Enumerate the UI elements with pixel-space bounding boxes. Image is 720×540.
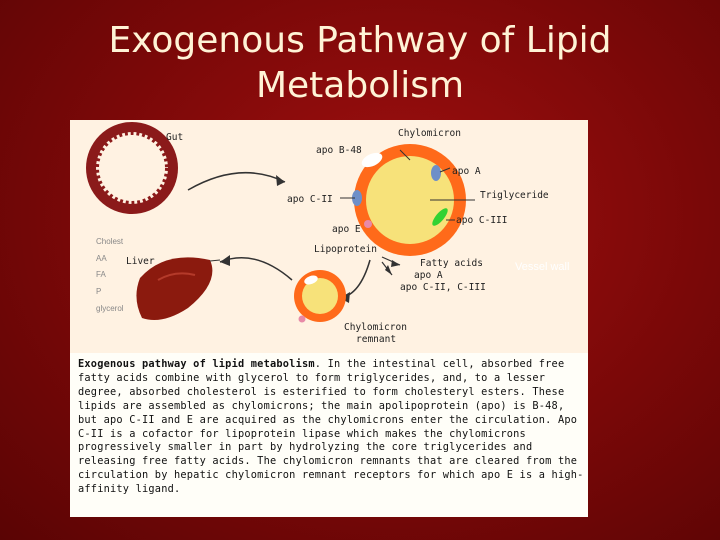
gut-cross-section (86, 122, 178, 214)
side-label-cholest: Cholest (96, 237, 124, 246)
slide-title: Exogenous Pathway of Lipid Metabolism (0, 18, 720, 108)
label-lipoprotein: Lipoprotein (314, 244, 377, 255)
label-triglyceride: Triglyceride (480, 190, 549, 201)
label-apo-a: apo A (452, 166, 481, 177)
title-line-1: Exogenous Pathway of Lipid (108, 20, 612, 61)
caption-heading: Exogenous pathway of lipid metabolism (78, 358, 315, 370)
label-apo-e: apo E (332, 224, 361, 235)
diagram-graphics (86, 122, 475, 323)
label-vessel-wall: Vessel wall (515, 261, 570, 273)
side-label-glycerol: glycerol (96, 304, 124, 313)
label-gut: Gut (166, 132, 184, 143)
label-apo-c3: apo C-III (456, 215, 508, 226)
caption-body: . In the intestinal cell, absorbed free … (78, 358, 584, 496)
label-remnant-2: remnant (356, 334, 397, 345)
side-label-aa: AA (96, 254, 107, 263)
liver-shape (136, 257, 213, 321)
label-apo-a-released: apo A (414, 270, 443, 281)
figure-caption: Exogenous pathway of lipid metabolism. I… (78, 358, 586, 497)
label-apo-c2-c3: apo C-II, C-III (400, 282, 486, 293)
label-chylomicron: Chylomicron (398, 128, 461, 139)
label-liver: Liver (126, 256, 155, 267)
label-apo-b48: apo B-48 (316, 145, 362, 156)
chylomicron-remnant-particle (294, 270, 346, 323)
title-line-2: Metabolism (255, 65, 465, 106)
side-label-p: P (96, 287, 102, 296)
pathway-diagram: Gut Chylomicron apo B-48 apo A Triglycer… (70, 120, 588, 353)
side-label-fa: FA (96, 270, 106, 279)
label-apo-c2: apo C-II (287, 194, 333, 205)
figure-panel: Gut Chylomicron apo B-48 apo A Triglycer… (70, 120, 588, 517)
label-remnant-1: Chylomicron (344, 322, 407, 333)
arrow-gut-to-chylomicron (187, 171, 286, 191)
chylomicron-particle (352, 144, 466, 256)
label-fatty-acids: Fatty acids (420, 258, 483, 269)
